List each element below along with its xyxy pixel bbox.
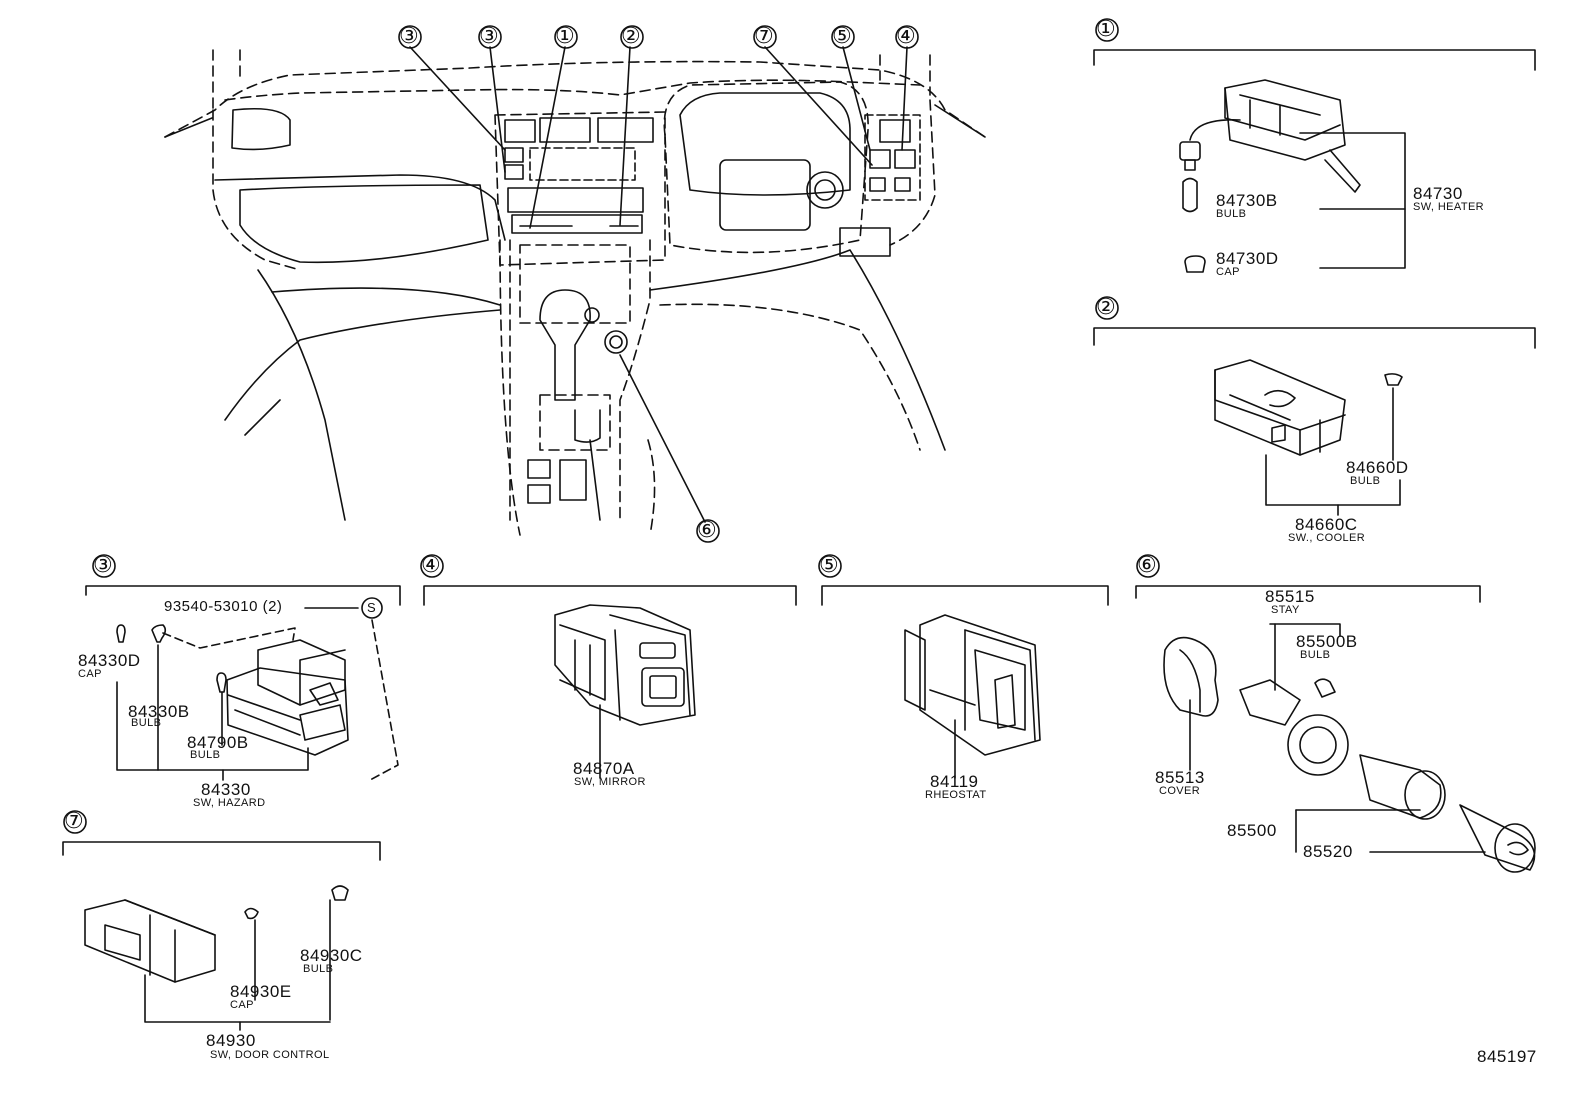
section-1-marker: ① (1096, 16, 1116, 41)
part-desc-sw-door-control: SW, DOOR CONTROL (210, 1049, 330, 1061)
part-number-84330d: 84330D (78, 651, 141, 670)
part-number-84730: 84730 (1413, 184, 1463, 203)
callout-7: ⑦ (754, 23, 774, 48)
callout-3a: ③ (399, 23, 419, 48)
part-number-84119: 84119 (930, 772, 979, 791)
part-number-84660c: 84660C (1295, 515, 1358, 534)
part-desc-bulb: BULB (1216, 208, 1247, 220)
section-1-heater-switch (1093, 18, 1536, 273)
screw-symbol: S (367, 600, 377, 615)
part-number-85513: 85513 (1155, 768, 1205, 787)
part-number-85500b: 85500B (1296, 632, 1358, 651)
section-6-marker: ⑥ (1137, 552, 1157, 577)
section-5-marker: ⑤ (819, 552, 839, 577)
part-number-85520: 85520 (1303, 842, 1353, 861)
part-number-84930c: 84930C (300, 946, 363, 965)
part-number-84930: 84930 (206, 1031, 256, 1050)
part-desc-bulb: BULB (1350, 475, 1381, 487)
part-number-84790b: 84790B (187, 733, 249, 752)
callout-1: ① (555, 23, 575, 48)
part-desc-bulb: BULB (1300, 649, 1331, 661)
part-number-84330b: 84330B (128, 702, 190, 721)
section-2-cooler-switch (1093, 296, 1536, 516)
callout-4: ④ (896, 23, 916, 48)
callout-2: ② (621, 23, 641, 48)
part-desc-sw-heater: SW, HEATER (1413, 201, 1485, 213)
part-number-84930e: 84930E (230, 982, 292, 1001)
part-desc-cap: CAP (78, 668, 102, 680)
part-desc-bulb: BULB (190, 749, 221, 761)
part-desc-stay: STAY (1271, 604, 1300, 616)
part-desc-rheostat: RHEOSTAT (925, 789, 987, 801)
part-desc-cap: CAP (1216, 266, 1240, 278)
screw-part-number: 93540-53010 (2) (164, 598, 283, 615)
part-number-85500: 85500 (1227, 821, 1277, 840)
figure-number: 845197 (1477, 1047, 1537, 1066)
part-desc-sw-cooler: SW., COOLER (1288, 532, 1366, 544)
part-desc-bulb: BULB (131, 717, 162, 729)
part-desc-cover: COVER (1159, 785, 1201, 797)
part-number-84870a: 84870A (573, 759, 635, 778)
callout-6: ⑥ (697, 517, 717, 542)
section-4-marker: ④ (421, 552, 441, 577)
part-number-84730d: 84730D (1216, 249, 1279, 268)
section-5-rheostat (818, 554, 1109, 779)
part-number-84330: 84330 (201, 780, 251, 799)
section-2-marker: ② (1096, 294, 1116, 319)
callout-3b: ③ (479, 23, 499, 48)
part-desc-sw-hazard: SW, HAZARD (193, 797, 266, 809)
part-desc-bulb: BULB (303, 963, 334, 975)
part-desc-sw-mirror: SW, MIRROR (574, 776, 646, 788)
part-number-85515: 85515 (1265, 587, 1315, 606)
callout-5: ⑤ (832, 23, 852, 48)
part-desc-cap: CAP (230, 999, 254, 1011)
section-4-mirror-switch (420, 554, 797, 779)
dashboard-overview (164, 25, 986, 543)
section-6-cigarette-lighter (1135, 554, 1536, 873)
section-7-door-control-switch (62, 810, 381, 1031)
section-7-marker: ⑦ (64, 808, 84, 833)
section-3-marker: ③ (93, 552, 113, 577)
part-number-84730b: 84730B (1216, 191, 1278, 210)
part-number-84660d: 84660D (1346, 458, 1409, 477)
section-3-hazard-switch (85, 554, 401, 781)
